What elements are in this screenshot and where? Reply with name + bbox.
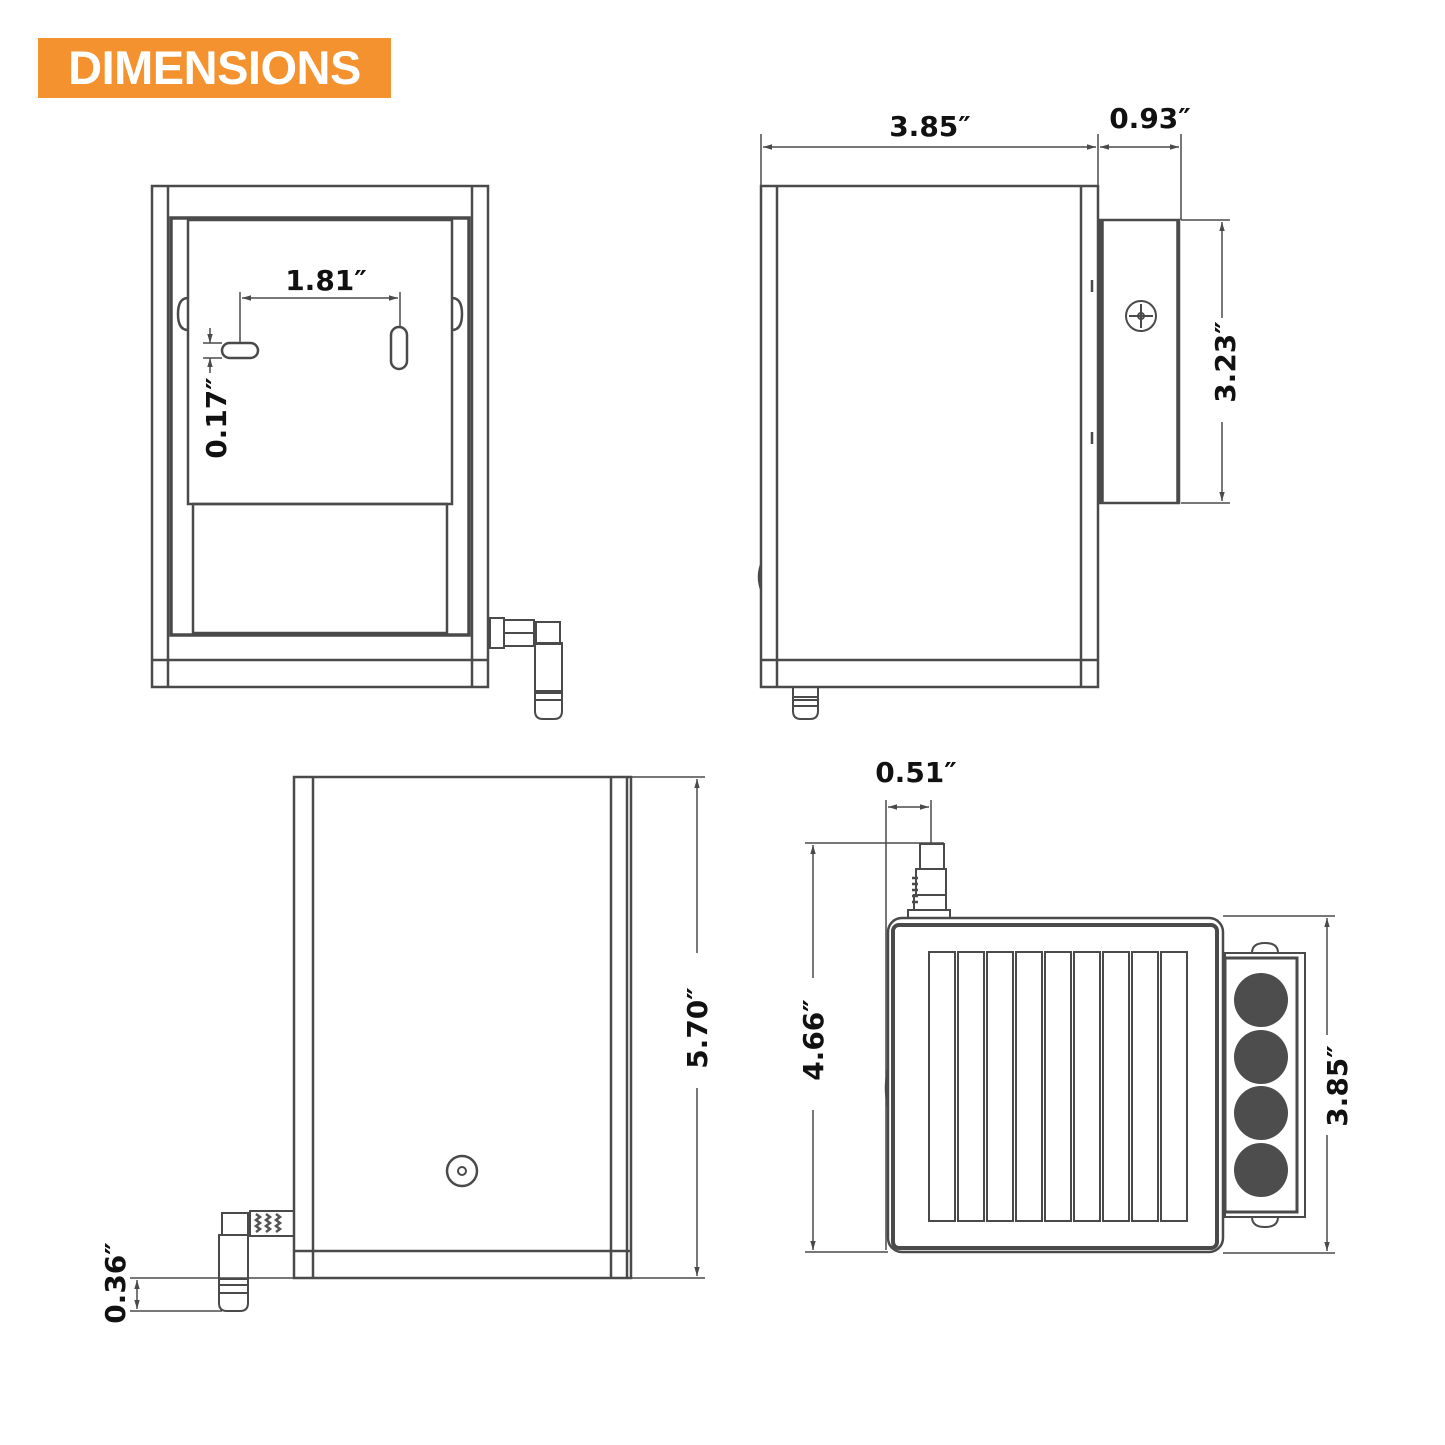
led-module	[1223, 941, 1306, 1229]
dim-height: 5.70″	[681, 987, 714, 1069]
wall-mount-plate	[1098, 218, 1181, 505]
mounting-slot-icon	[389, 325, 409, 371]
dim-mount-depth: 0.93″	[1109, 102, 1191, 135]
dim-body-depth: 3.85″	[889, 110, 971, 143]
led-icon	[1234, 1030, 1288, 1084]
cable-connector-icon	[907, 843, 951, 919]
dim-connector-drop: 0.36″	[99, 1242, 132, 1324]
back-housing-outline	[150, 184, 490, 689]
front-housing-outline	[292, 775, 633, 1280]
mount-plate	[186, 218, 454, 506]
phillips-screw-icon	[1125, 300, 1157, 332]
back-view	[150, 184, 563, 720]
side-view	[757, 134, 1230, 720]
dimensions-title: DIMENSIONS	[38, 38, 391, 98]
led-icon	[1234, 1086, 1288, 1140]
dim-slot-spacing: 1.81″	[285, 264, 367, 297]
cable-connector-icon	[489, 617, 563, 720]
top-view	[805, 800, 1335, 1254]
led-icon	[1234, 1143, 1288, 1197]
top-housing-outline	[886, 916, 1225, 1254]
cable-connector-icon	[218, 1210, 295, 1312]
mounting-slot-icon	[220, 341, 260, 360]
sensor-port-icon	[445, 1154, 479, 1188]
dim-mount-height: 3.23″	[1209, 321, 1242, 403]
dim-connector-width: 0.51″	[875, 756, 957, 789]
side-housing-outline	[759, 184, 1100, 689]
dim-width: 3.85″	[1321, 1045, 1354, 1127]
led-icon	[1234, 973, 1288, 1027]
dim-overall-depth: 4.66″	[797, 999, 830, 1081]
front-view	[130, 775, 705, 1312]
solar-panel-cells	[928, 951, 1188, 1222]
dim-slot-height: 0.17″	[200, 377, 233, 459]
